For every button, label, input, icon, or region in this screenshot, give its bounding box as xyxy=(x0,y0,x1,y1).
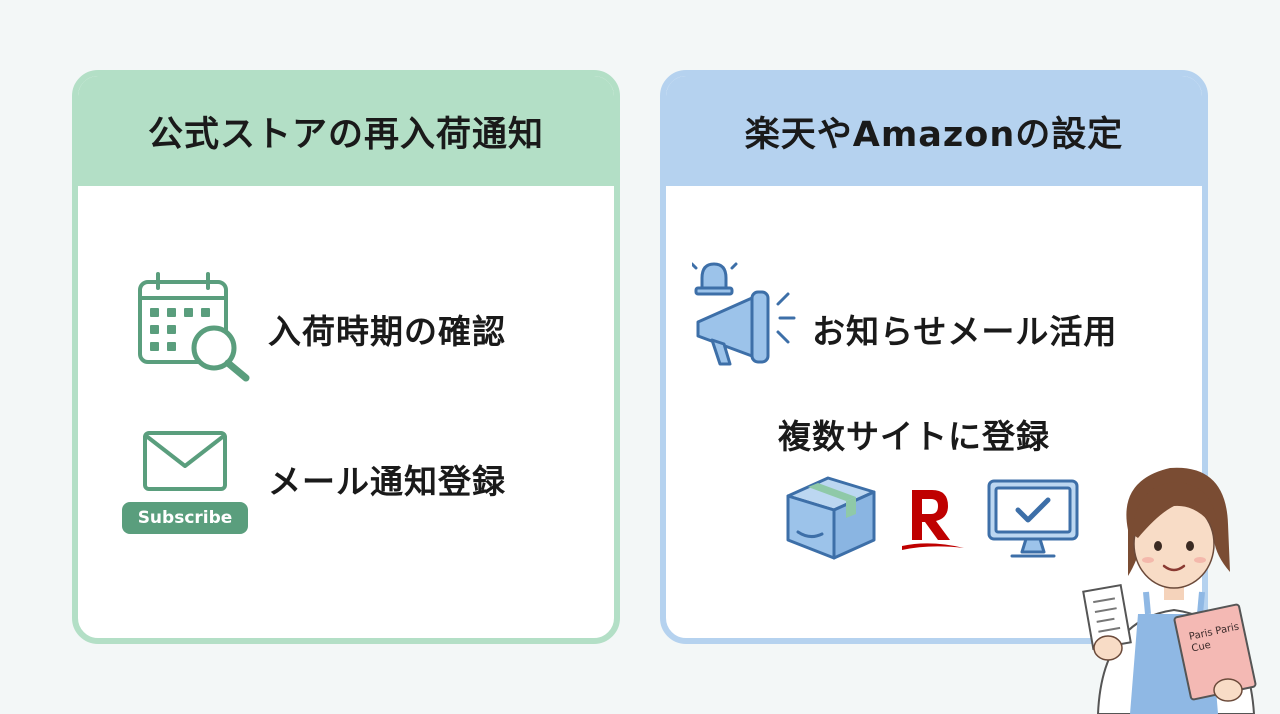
envelope-icon xyxy=(143,431,227,491)
email-notification-label: メール通知登録 xyxy=(268,462,506,501)
megaphone-alert-icon xyxy=(692,262,796,366)
restock-timing-label: 入荷時期の確認 xyxy=(268,312,506,351)
marketplace-settings-panel: 楽天やAmazonの設定 xyxy=(660,70,1208,644)
rakuten-r-icon xyxy=(902,490,964,550)
official-store-title: 公式ストアの再入荷通知 xyxy=(78,76,614,186)
notification-email-label: お知らせメール活用 xyxy=(812,312,1118,351)
woman-illustration xyxy=(1082,467,1257,714)
multi-site-register-label: 複数サイトに登録 xyxy=(778,417,1050,456)
subscribe-button[interactable]: Subscribe xyxy=(122,502,248,534)
official-store-panel: 公式ストアの再入荷通知 xyxy=(72,70,620,644)
package-box-icon xyxy=(786,476,876,560)
monitor-check-icon xyxy=(987,479,1079,558)
calendar-search-icon xyxy=(138,272,250,382)
marketplace-settings-title: 楽天やAmazonの設定 xyxy=(666,76,1202,186)
